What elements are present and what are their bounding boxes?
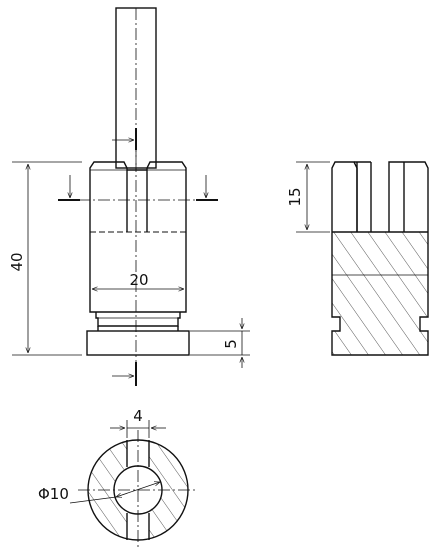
- dim-leader-bore: [69, 496, 117, 504]
- front-view: 40 20 5: [8, 7, 250, 386]
- dim-slot-depth-label: 15: [286, 187, 304, 206]
- lower-body: [89, 232, 187, 313]
- dim-width-label: 20: [129, 271, 148, 289]
- top-section-view: 4 Φ10: [38, 407, 198, 550]
- dim-flange-label: 5: [222, 339, 240, 349]
- side-left-prong: [331, 161, 358, 232]
- side-section-view: 15: [286, 161, 429, 356]
- dim-bore-label: Φ10: [38, 485, 69, 503]
- dim-slot-width-label: 4: [133, 407, 143, 425]
- dim-line-bore: [116, 482, 160, 497]
- right-prong: [146, 161, 187, 232]
- dim-height-label: 40: [8, 252, 26, 271]
- flange: [86, 330, 190, 356]
- neck: [95, 312, 181, 327]
- section-outline: [331, 232, 429, 356]
- section-hatching: [332, 232, 428, 355]
- side-right-prong: [388, 161, 429, 232]
- left-prong: [89, 161, 128, 232]
